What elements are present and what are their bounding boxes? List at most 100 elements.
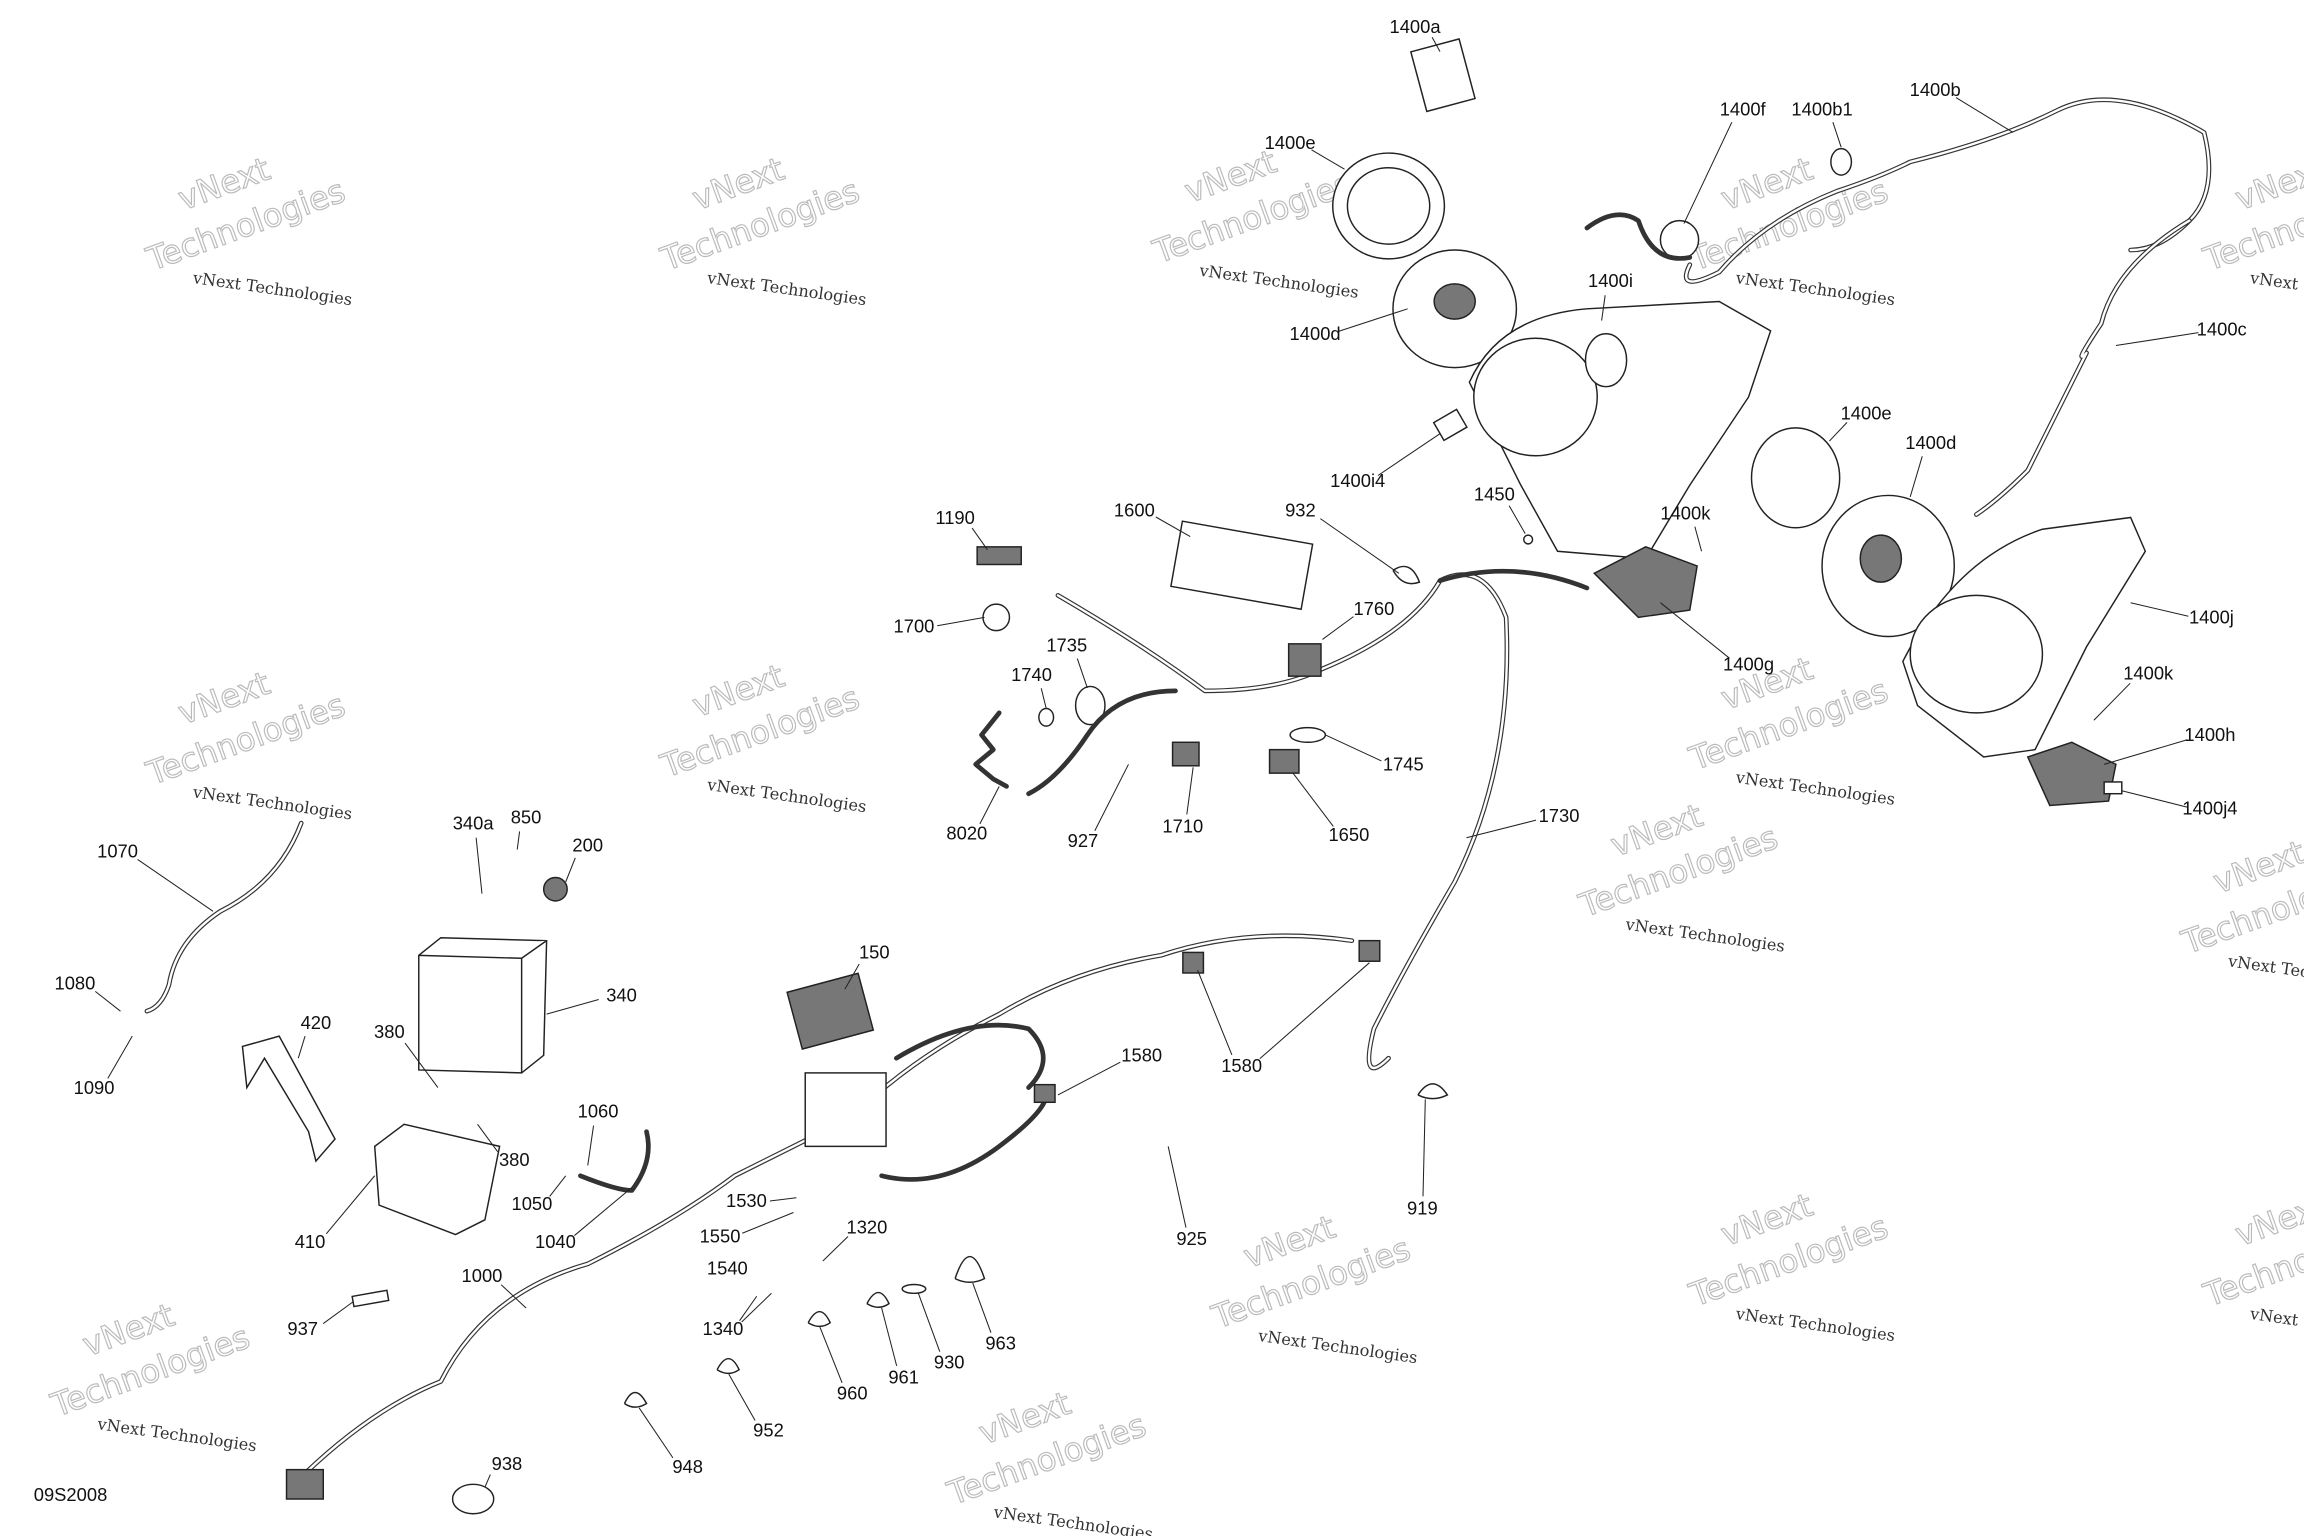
leader-line	[404, 1042, 439, 1088]
callout-1400c: 1400c	[2197, 319, 2247, 340]
part-1735	[1074, 685, 1106, 726]
leader-line	[1322, 616, 1354, 640]
callout-1070: 1070	[97, 840, 138, 861]
callout-1580_a: 1580	[1121, 1045, 1162, 1066]
leader-line	[1292, 772, 1334, 827]
leader-line	[881, 1307, 898, 1367]
leader-line	[1167, 1146, 1187, 1228]
leader-line	[94, 990, 121, 1012]
callout-150: 150	[859, 942, 890, 963]
watermark-small: vNext Technologies	[1734, 1304, 1897, 1345]
callout-948: 948	[672, 1456, 703, 1477]
callout-1760: 1760	[1353, 598, 1394, 619]
callout-1400b1: 1400b1	[1791, 98, 1852, 119]
watermark-small: vNext Technologies	[95, 1414, 258, 1455]
leader-line	[565, 857, 576, 883]
callout-410: 410	[295, 1231, 326, 1252]
leader-line	[477, 1124, 499, 1153]
watermark-small: vNext Technologies	[2248, 268, 2304, 309]
leader-line	[2104, 739, 2188, 765]
part-932	[1392, 565, 1421, 585]
leader-line	[1186, 767, 1194, 815]
callout-1700: 1700	[894, 616, 935, 637]
callout-927: 927	[1068, 830, 1099, 851]
part-1400e-inner	[1346, 167, 1431, 245]
watermark-small: vNext Technologies	[191, 268, 354, 309]
part-1070-cable-inner	[145, 821, 303, 1013]
leader-line	[1155, 516, 1191, 538]
leader-line	[844, 963, 860, 990]
watermark-small: vNext Technologies	[2226, 951, 2304, 992]
leader-line	[1259, 962, 1370, 1060]
callout-963: 963	[985, 1333, 1016, 1354]
part-410-tray	[373, 1123, 501, 1236]
leader-line	[917, 1293, 941, 1352]
callout-1400i: 1400i	[1588, 270, 1633, 291]
watermark: vNext Technologies vNext Technologies	[941, 1384, 1154, 1536]
callout-1400e_a: 1400e	[1265, 132, 1316, 153]
callout-1650: 1650	[1328, 824, 1369, 845]
part-1400i-bezel	[1473, 337, 1598, 457]
part-1400d-center	[1433, 283, 1476, 320]
watermark: vNext Technologies vNext Technologies	[1206, 1207, 1419, 1367]
leader-line	[1832, 122, 1842, 148]
part-1400b-harness-inner	[1684, 98, 2211, 283]
leader-line	[1660, 602, 1730, 659]
part-connector-bottom	[285, 1468, 324, 1500]
leader-line	[937, 616, 985, 627]
leader-line	[741, 1292, 772, 1323]
part-1400d-right-center	[1859, 534, 1903, 583]
part-930	[901, 1283, 927, 1295]
callout-925: 925	[1176, 1228, 1207, 1249]
leader-line	[1694, 526, 1703, 552]
callout-1400k_a: 1400k	[1660, 502, 1711, 523]
callout-200: 200	[572, 834, 603, 855]
callout-960: 960	[837, 1383, 868, 1404]
leader-line	[1094, 764, 1129, 832]
part-420-bracket	[241, 1035, 336, 1163]
leader-line	[325, 1175, 376, 1235]
callout-1550: 1550	[700, 1225, 741, 1246]
part-harness-1580	[879, 1022, 1049, 1182]
callout-1400k_b: 1400k	[2123, 663, 2174, 684]
part-1000-harness-inner	[292, 934, 1354, 1486]
leader-line	[979, 786, 1000, 825]
callout-1400d_a: 1400d	[1290, 323, 1341, 344]
leader-line	[2121, 790, 2188, 808]
callout-1090: 1090	[74, 1077, 115, 1098]
callout-938: 938	[492, 1453, 523, 1474]
part-1740	[1038, 707, 1055, 727]
part-961	[866, 1291, 890, 1308]
watermark-small: vNext Technologies	[1197, 261, 1360, 302]
callout-1730: 1730	[1539, 805, 1580, 826]
leader-line	[1601, 295, 1606, 321]
leader-line	[2115, 332, 2199, 347]
callout-380_a: 380	[374, 1021, 405, 1042]
leader-line	[1040, 688, 1047, 709]
leader-line	[638, 1407, 674, 1459]
callout-1580_b: 1580	[1221, 1055, 1262, 1076]
part-150	[786, 972, 875, 1050]
watermark-small: vNext Technologies	[2248, 1304, 2304, 1345]
callout-380_b: 380	[499, 1149, 530, 1170]
leader-line	[2130, 602, 2189, 617]
leader-line	[819, 1326, 843, 1383]
callout-937: 937	[287, 1318, 318, 1339]
part-1400-left-harness	[1584, 212, 1693, 261]
leader-line	[137, 858, 214, 912]
watermark-small: vNext Technologies	[191, 782, 354, 823]
part-1700	[982, 603, 1011, 632]
part-937	[351, 1289, 390, 1308]
leader-line	[516, 831, 521, 850]
leader-line	[107, 1035, 133, 1079]
part-1400a	[1409, 38, 1476, 113]
callout-930: 930	[934, 1352, 965, 1373]
watermark: vNext Technologies vNext Technologies	[1573, 796, 1786, 956]
part-1600	[1170, 520, 1314, 611]
callout-1400b: 1400b	[1910, 79, 1961, 100]
part-1450	[1523, 534, 1534, 545]
parts	[144, 38, 2212, 1515]
watermark-small: vNext Technologies	[1734, 268, 1897, 309]
